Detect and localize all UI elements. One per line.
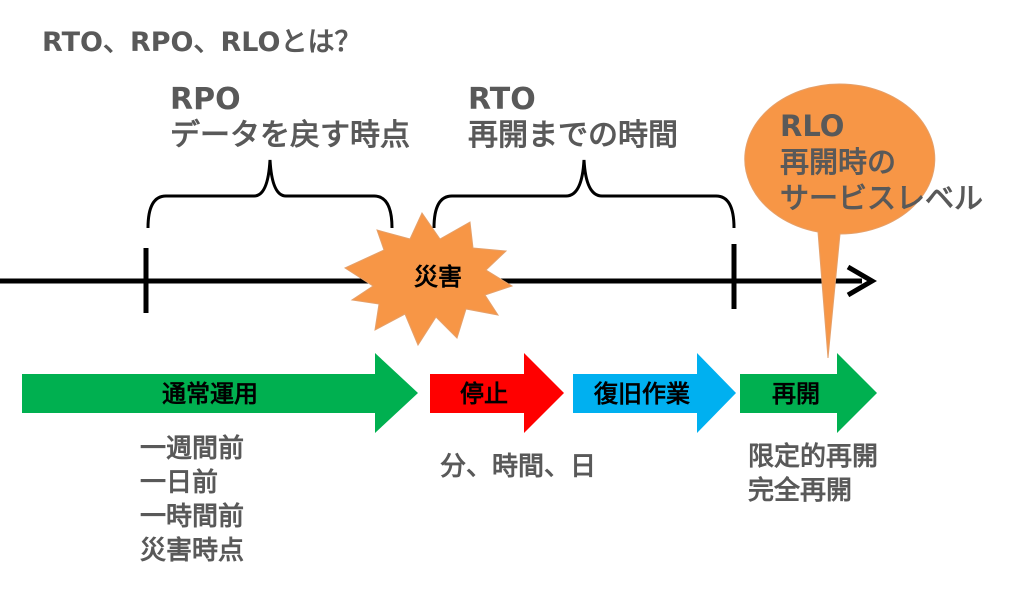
rto-brace <box>432 159 736 229</box>
disaster-label: 災害 <box>414 263 462 291</box>
phase-label: 停止 <box>460 380 508 408</box>
rto-units: 分、時間、日 <box>440 452 597 482</box>
rpo-point: 一時間前 <box>140 502 245 532</box>
rto-name: RTO <box>468 82 536 117</box>
rto-description: 再開までの時間 <box>468 118 678 153</box>
rlo-level: 限定的再開 <box>748 442 879 472</box>
phase-label: 再開 <box>772 380 820 408</box>
rpo-point: 一日前 <box>140 468 219 498</box>
rlo-line2: サービスレベル <box>780 181 983 215</box>
rto-label: RTO 再開までの時間 <box>468 82 678 154</box>
phase-resume: 再開 <box>740 353 877 433</box>
rpo-name: RPO <box>170 82 241 117</box>
phase-normal-operation: 通常運用 <box>22 353 418 433</box>
phase-label: 通常運用 <box>162 380 258 408</box>
rlo-levels-list: 限定的再開 完全再開 <box>748 440 878 508</box>
phase-label: 復旧作業 <box>593 380 690 408</box>
phase-outage: 停止 <box>430 353 564 433</box>
rlo-callout <box>744 83 936 359</box>
rpo-description: データを戻す時点 <box>170 118 410 153</box>
page-title: RTO、RPO、RLOとは？ <box>42 27 362 58</box>
rpo-point: 一週間前 <box>140 434 245 464</box>
rpo-brace <box>146 159 394 229</box>
rpo-points-list: 一週間前 一日前 一時間前 災害時点 <box>140 432 244 568</box>
phase-recovery-work: 復旧作業 <box>573 353 736 433</box>
rlo-line1: 再開時の <box>780 145 896 179</box>
timeline-arrowhead <box>846 264 877 298</box>
rlo-name: RLO <box>780 109 844 143</box>
rlo-level: 完全再開 <box>748 476 853 506</box>
rpo-label: RPO データを戻す時点 <box>170 82 410 154</box>
disaster-burst <box>343 211 514 347</box>
rpo-point: 災害時点 <box>140 536 245 566</box>
